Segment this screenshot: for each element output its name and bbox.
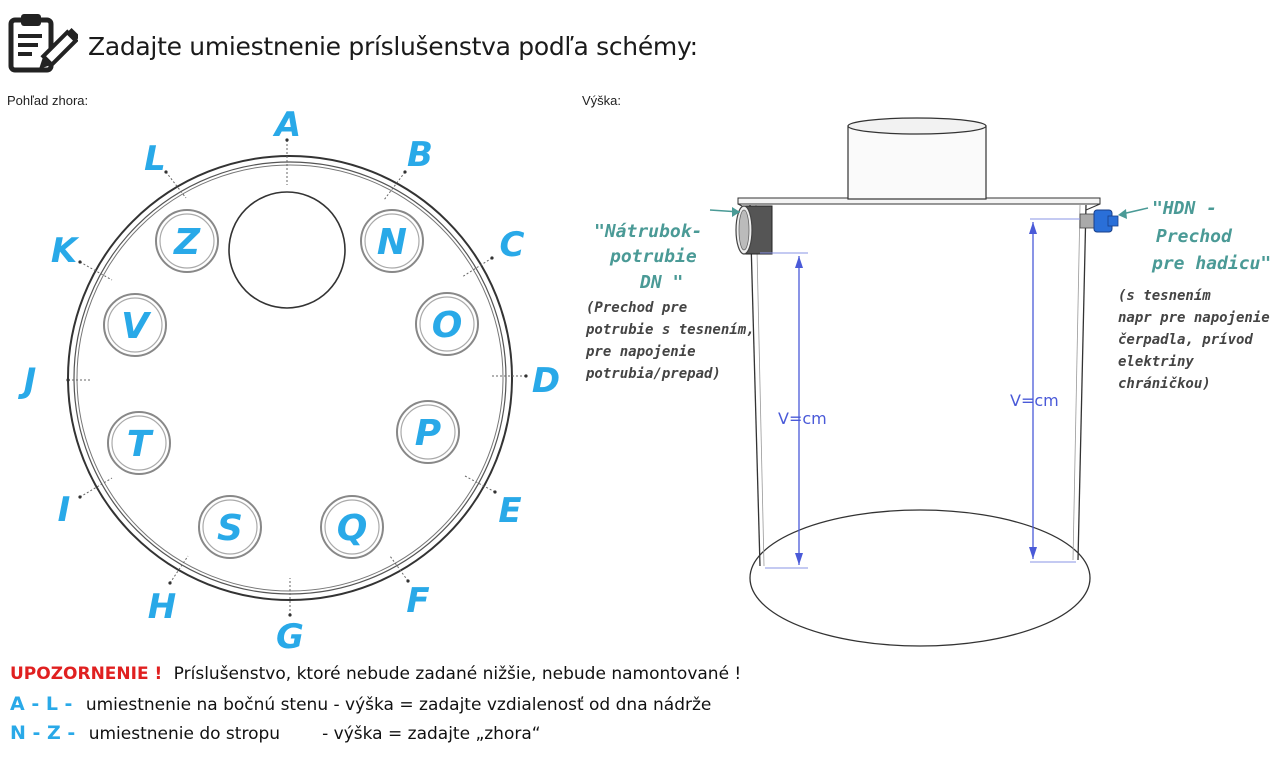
opening-v[interactable]: V — [103, 293, 167, 357]
side-label-k: K — [51, 231, 80, 271]
opening-s[interactable]: S — [198, 495, 262, 559]
clipboard-pencil-icon — [8, 14, 78, 73]
side-label-b: B — [407, 135, 433, 175]
top-view-label: Pohľad zhora: — [7, 93, 89, 108]
side-label-e: E — [498, 491, 521, 531]
side-label-h: H — [148, 587, 176, 627]
tank-bottom — [749, 509, 1091, 647]
side-markers — [68, 140, 526, 615]
right-note-title-3: pre hadicu" — [1151, 253, 1271, 274]
left-note: "Nátrubok- potrubie DN " (Prechod pre po… — [585, 221, 755, 382]
dimension-right: V=cm — [1010, 218, 1080, 563]
diagram-canvas: Z N O P Q S T — [18, 105, 1272, 657]
left-note-line-3: pre napojenie — [585, 344, 696, 360]
top-view: Z N O P Q S T — [18, 105, 560, 657]
warning-line: UPOZORNENIE ! Príslušenstvo, ktoré nebud… — [10, 664, 741, 684]
legend-line-1: A - L - umiestnenie na bočnú stenu - výš… — [10, 693, 711, 715]
opening-z[interactable]: Z — [155, 209, 219, 273]
opening-n[interactable]: N — [360, 209, 424, 273]
side-view-label: Výška: — [582, 93, 622, 108]
right-note: "HDN - Prechod pre hadicu" (s tesnením n… — [1118, 198, 1271, 392]
right-note-title-2: Prechod — [1156, 226, 1233, 247]
right-note-line-5: chráničkou) — [1118, 376, 1211, 392]
opening-z-label: Z — [173, 222, 201, 263]
side-label-f: F — [406, 581, 429, 621]
opening-o-label: O — [432, 305, 463, 346]
legend-key-n-z: N - Z - — [10, 722, 76, 744]
right-note-title-1: "HDN - — [1152, 198, 1217, 219]
header: Zadajte umiestnenie príslušenstva podľa … — [6, 8, 706, 80]
opening-p-label: P — [415, 413, 441, 454]
warning-label: UPOZORNENIE ! — [10, 664, 163, 684]
central-opening — [228, 191, 346, 309]
manhole-cylinder — [847, 117, 987, 200]
legend-text-2b: - výška = zadajte „zhora“ — [322, 724, 541, 744]
left-note-line-1: (Prechod pre — [586, 300, 687, 316]
left-note-title-3: DN " — [639, 272, 683, 293]
left-note-line-2: potrubie s tesnením, — [585, 322, 755, 338]
side-label-l: L — [144, 139, 166, 179]
side-label-d: D — [532, 361, 560, 401]
page-title: Zadajte umiestnenie príslušenstva podľa … — [88, 32, 698, 61]
opening-t-label: T — [127, 424, 154, 465]
legend-text-2a: umiestnenie do stropu — [88, 724, 281, 744]
left-note-title-1: "Nátrubok- — [594, 221, 702, 242]
pipe-socket-fitting — [735, 205, 773, 255]
right-note-line-3: čerpadla, prívod — [1118, 332, 1253, 348]
side-label-i: I — [58, 490, 71, 530]
left-note-line-4: potrubia/prepad) — [585, 366, 721, 382]
side-view: V=cm V=cm "Nátrubok- potrubie DN " (Prec… — [585, 117, 1271, 647]
opening-q-label: Q — [337, 508, 368, 549]
right-note-line-1: (s tesnením — [1118, 288, 1211, 304]
side-label-g: G — [276, 617, 304, 657]
dimension-left-label: V=cm — [778, 409, 827, 428]
opening-p[interactable]: P — [396, 400, 460, 464]
side-marker-dots — [66, 138, 528, 617]
opening-q[interactable]: Q — [320, 495, 384, 559]
side-label-j: J — [18, 361, 37, 401]
opening-v-label: V — [121, 306, 152, 347]
right-note-line-4: elektriny — [1118, 354, 1194, 370]
left-note-title-2: potrubie — [609, 246, 697, 267]
warning-text: Príslušenstvo, ktoré nebude zadané nižši… — [173, 664, 742, 684]
hose-fitting — [1079, 209, 1119, 233]
legend-line-2: N - Z - umiestnenie do stropu - výška = … — [10, 722, 541, 744]
opening-n-label: N — [377, 222, 407, 263]
right-note-line-2: napr pre napojenie — [1118, 310, 1270, 326]
dimension-left: V=cm — [760, 252, 827, 569]
opening-t[interactable]: T — [107, 411, 171, 475]
legend-key-a-l: A - L - — [10, 693, 73, 715]
dimension-right-label: V=cm — [1010, 391, 1059, 410]
opening-s-label: S — [217, 508, 243, 549]
opening-o[interactable]: O — [415, 292, 479, 356]
side-label-c: C — [500, 225, 525, 265]
legend-text-1: umiestnenie na bočnú stenu - výška = zad… — [85, 695, 712, 715]
side-label-a: A — [272, 105, 301, 145]
